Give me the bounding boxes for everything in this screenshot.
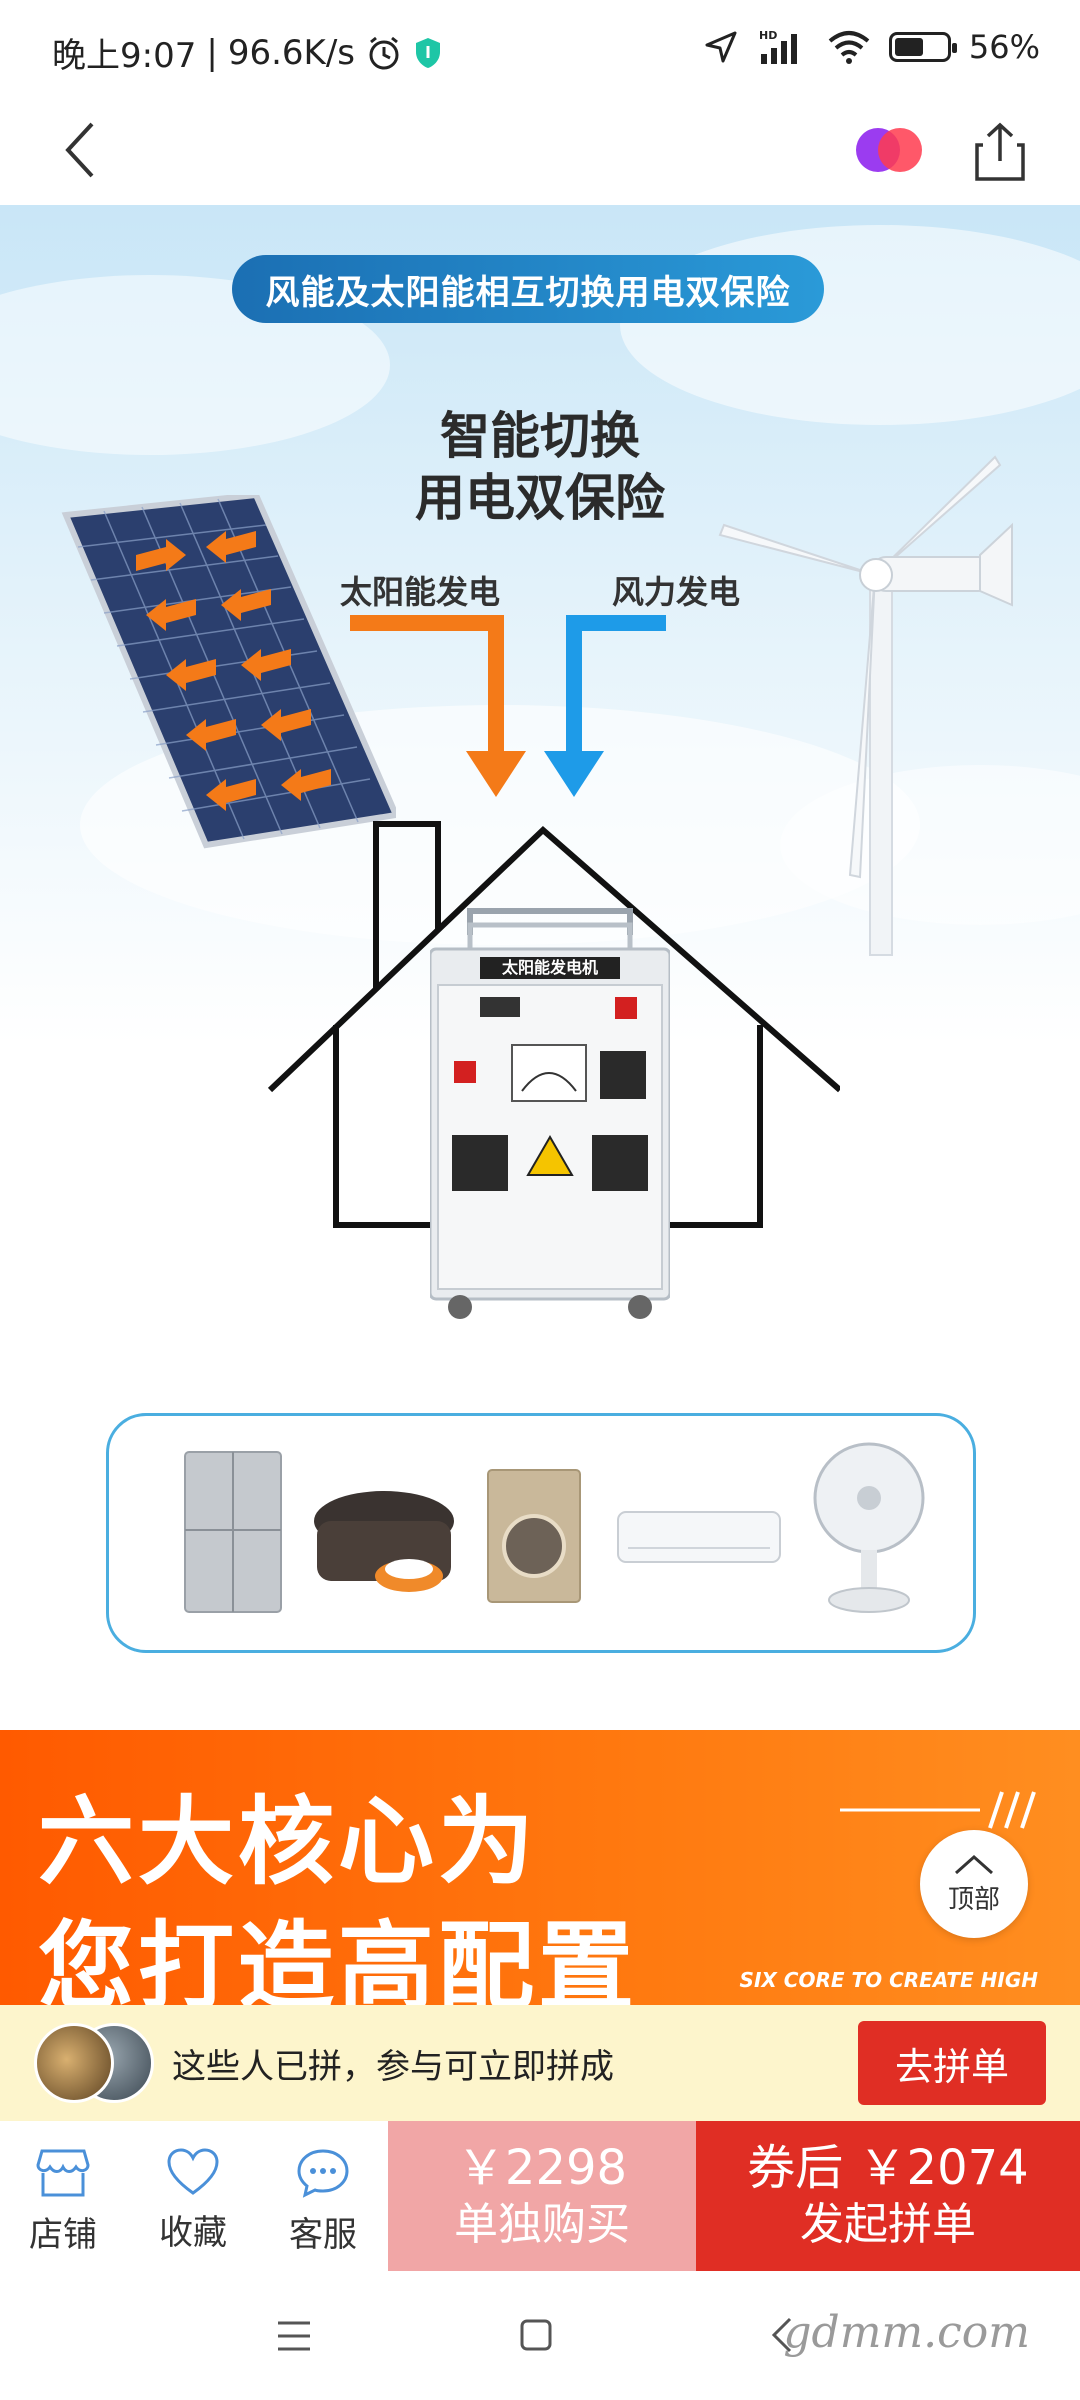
store-button[interactable]: 店铺 xyxy=(8,2147,118,2256)
menu-icon[interactable] xyxy=(274,2319,314,2353)
solar-panel-illustration xyxy=(61,495,396,849)
home-square-icon[interactable] xyxy=(518,2317,554,2353)
back-button[interactable] xyxy=(40,110,120,190)
headline-line-1: 智能切换 xyxy=(440,407,640,465)
status-bar: 晚上9:07 | 96.6K/s HD 56% xyxy=(0,0,1080,100)
location-arrow-icon xyxy=(705,31,737,63)
back-to-top-button[interactable]: 顶部 xyxy=(920,1830,1028,1938)
generator-unit: 太阳能发电机 xyxy=(430,905,670,1325)
back-triangle-icon[interactable] xyxy=(768,2315,794,2355)
battery-icon xyxy=(888,32,957,62)
wifi-icon xyxy=(828,31,870,64)
solo-buy-label: 单独购买 xyxy=(454,2199,630,2250)
air-conditioner-icon xyxy=(617,1511,781,1563)
alarm-icon xyxy=(369,36,399,69)
refrigerator-icon xyxy=(184,1451,282,1613)
chat-bubble-icon xyxy=(297,2149,349,2198)
watermark: gdmm.com xyxy=(783,2307,1030,2358)
solo-price: ￥2298 xyxy=(456,2140,628,2196)
promo-title: 六大核心为 您打造高配置 xyxy=(38,1780,638,2005)
generator-label: 太阳能发电机 xyxy=(480,957,620,979)
favorite-button[interactable]: 收藏 xyxy=(138,2147,248,2254)
bottom-action-bar: 店铺 收藏 客服 ￥2298 单独购买 券后 ￥2074 发起拼单 xyxy=(0,2121,1080,2271)
favorite-label: 收藏 xyxy=(159,2213,227,2253)
rice-cooker-icon xyxy=(314,1491,454,1592)
generator-illustration xyxy=(430,908,670,1319)
battery-percent: 56% xyxy=(968,28,1040,66)
hd-badge: HD xyxy=(759,29,777,42)
wind-turbine-illustration xyxy=(718,455,1013,956)
avatar-group xyxy=(34,2023,154,2103)
promo-english-text: SIX CORE TO CREATE HIGH xyxy=(739,1968,1038,1992)
group-buy-text: 这些人已拼，参与可立即拼成 xyxy=(172,2047,614,2087)
app-brand-icon[interactable] xyxy=(850,120,930,180)
back-to-top-label: 顶部 xyxy=(947,1884,1000,1915)
status-right: HD 56% xyxy=(703,28,1040,66)
promo-decoration-lines xyxy=(840,1791,1036,1829)
promo-title-line-2: 您打造高配置 xyxy=(38,1911,638,2005)
appliance-box xyxy=(106,1413,976,1653)
label-solar: 太阳能发电 xyxy=(340,573,501,611)
headline-line-2: 用电双保险 xyxy=(415,469,665,527)
promo-title-line-1: 六大核心为 xyxy=(38,1786,538,1898)
customer-service-button[interactable]: 客服 xyxy=(268,2147,378,2256)
heart-icon xyxy=(167,2148,219,2195)
product-image-banner[interactable]: 风能及太阳能相互切换用电双保险 智能切换 用电双保险 太阳能发电 风力发电 xyxy=(0,205,1080,1730)
status-left: 晚上9:07 | 96.6K/s xyxy=(52,28,443,77)
banner-headline: 智能切换 用电双保险 xyxy=(0,405,1080,529)
customer-service-label: 客服 xyxy=(289,2215,357,2255)
chevron-left-icon xyxy=(65,122,94,178)
cellular-signal-icon: HD xyxy=(759,29,797,64)
promo-section: 六大核心为 您打造高配置 SIX CORE TO CREATE HIGH xyxy=(0,1730,1080,2005)
banner-pill-title: 风能及太阳能相互切换用电双保险 xyxy=(232,255,824,323)
battery-fill xyxy=(894,38,923,56)
chevron-up-icon xyxy=(955,1854,993,1874)
avatar xyxy=(34,2023,114,2103)
buy-alone-button[interactable]: ￥2298 单独购买 xyxy=(388,2121,696,2271)
group-buy-bar: 这些人已拼，参与可立即拼成 去拼单 xyxy=(0,2005,1080,2121)
start-group-buy-button[interactable]: 券后 ￥2074 发起拼单 xyxy=(696,2121,1080,2271)
store-icon xyxy=(36,2149,90,2197)
desk-fan-icon xyxy=(813,1442,925,1613)
shield-icon xyxy=(416,37,440,68)
washing-machine-icon xyxy=(487,1469,581,1603)
status-net-speed: 96.6K/s xyxy=(227,32,355,73)
share-icon xyxy=(975,122,1025,181)
top-nav xyxy=(0,100,1080,205)
share-button[interactable] xyxy=(960,112,1040,192)
status-divider: | xyxy=(206,32,218,73)
energy-flow-arrows xyxy=(350,615,666,797)
status-time: 晚上9:07 xyxy=(52,36,197,76)
join-group-button[interactable]: 去拼单 xyxy=(858,2021,1046,2105)
group-buy-label: 发起拼单 xyxy=(800,2199,976,2250)
store-label: 店铺 xyxy=(29,2215,97,2255)
label-wind: 风力发电 xyxy=(612,573,741,611)
system-nav-bar: gdmm.com xyxy=(0,2271,1080,2400)
group-price: 券后 ￥2074 xyxy=(747,2140,1029,2196)
